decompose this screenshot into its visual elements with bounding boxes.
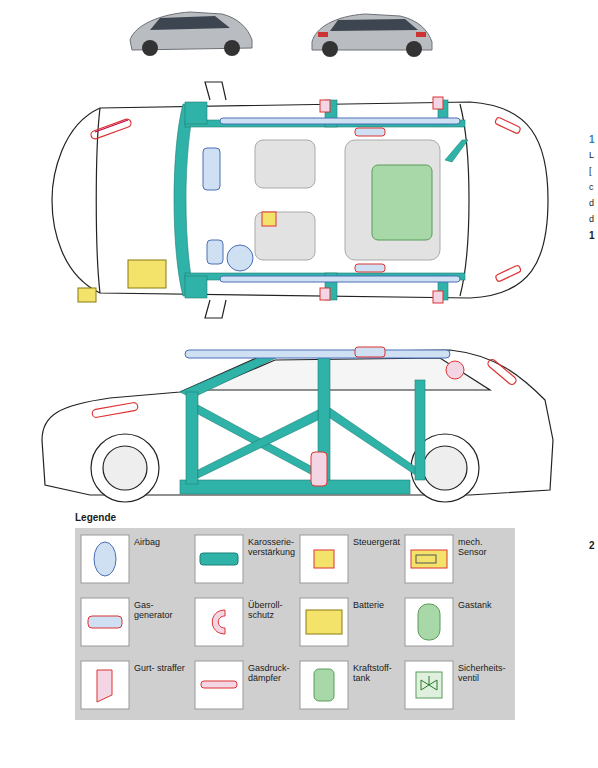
legend-text: Überroll- schutz [248, 600, 303, 621]
caption-fragment: c [589, 182, 594, 192]
swatch-slot [200, 553, 238, 565]
callout-number: 2 [589, 540, 595, 552]
legend-text: Airbag [134, 537, 189, 547]
legend-text: Gurt- straffer [134, 663, 189, 673]
caption-fragment: [ [589, 166, 592, 176]
legend-text: Sicherheits- ventil [458, 663, 513, 684]
caption-fragment: 1 [589, 134, 595, 146]
legend-text: Gastank [458, 600, 513, 610]
caption-fragment: L [589, 150, 594, 160]
legend-text: Kraftstoff- tank [353, 663, 408, 684]
caption-fragment: d [589, 198, 594, 208]
legend-text: Batterie [353, 600, 408, 610]
callout-number: 1 [589, 230, 595, 242]
legend-text: Steuergerät [353, 537, 408, 547]
car-photo [130, 12, 432, 57]
legend-text: Gas- generator [134, 600, 189, 621]
caption-fragment: d [589, 214, 594, 224]
legend-text: Karosserie- verstärkung [248, 537, 303, 558]
legend-title: Legende [75, 512, 116, 524]
legend-text: mech. Sensor [458, 537, 513, 558]
legend-text: Gasdruck- dämpfer [248, 663, 303, 684]
legend-swatch [200, 553, 238, 565]
